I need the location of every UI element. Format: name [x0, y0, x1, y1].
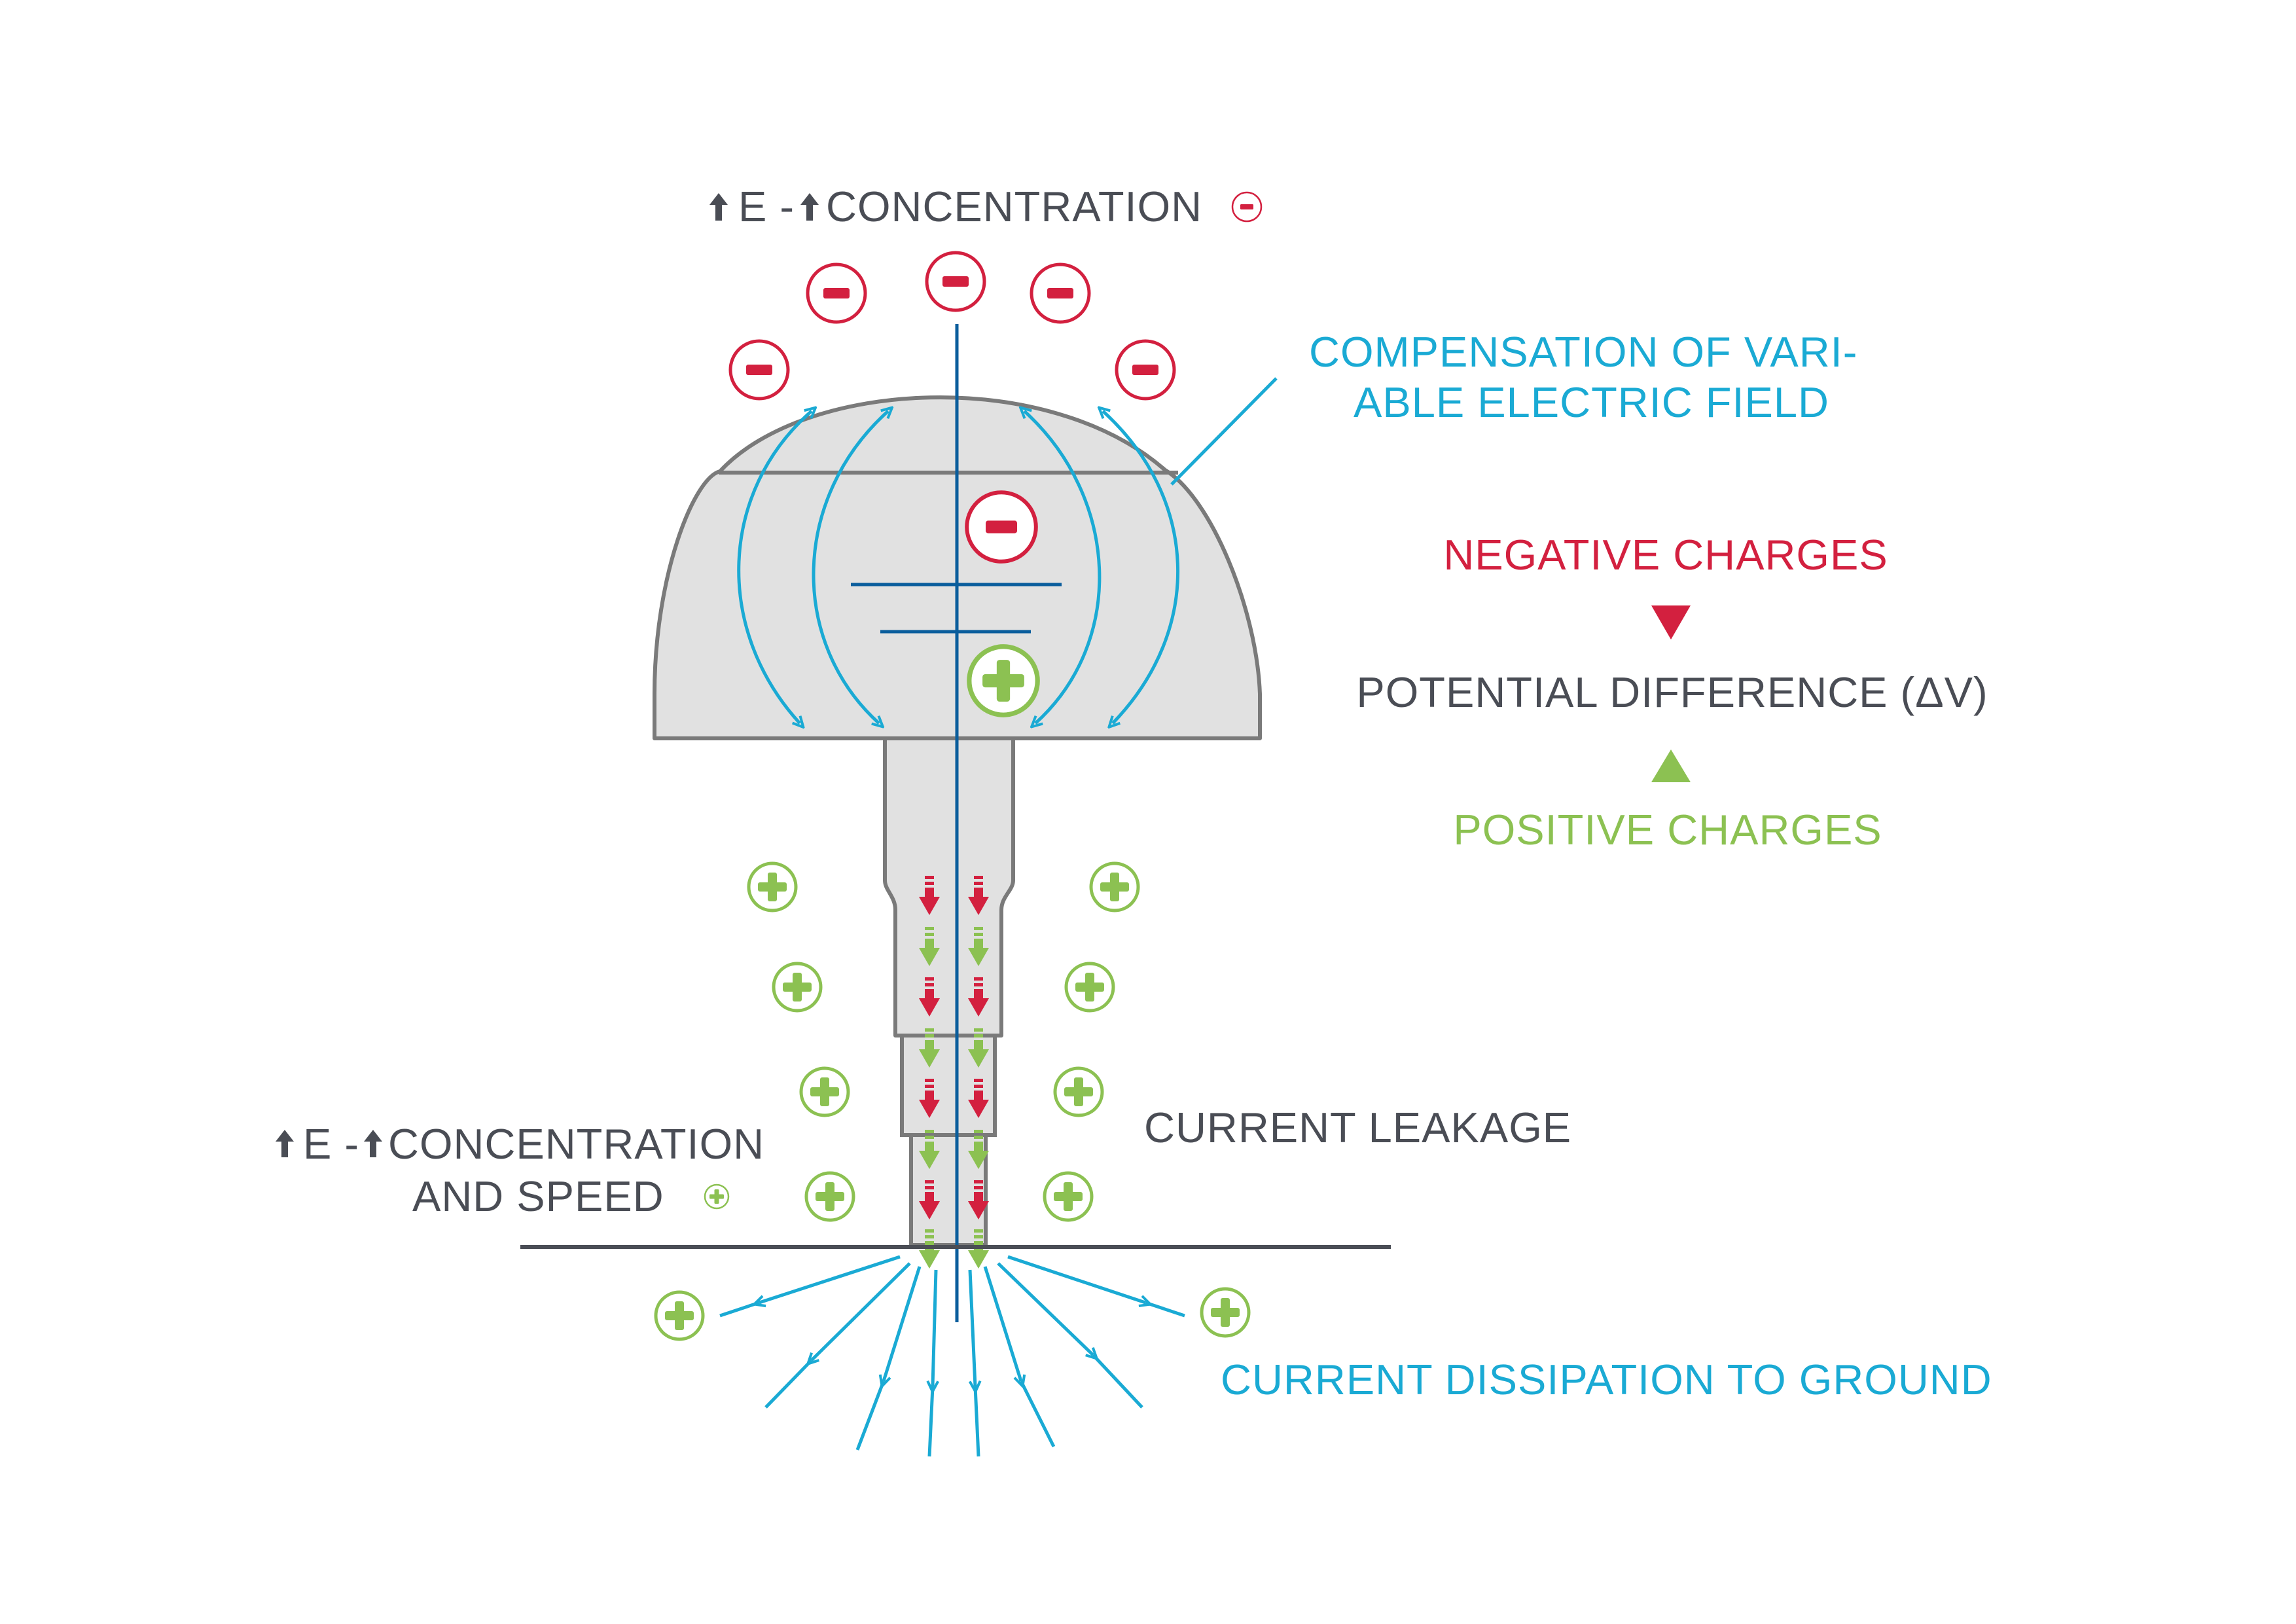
negative-charges-above [730, 253, 1174, 399]
up-arrow-icon [709, 193, 728, 221]
minus-charge-icon [1117, 341, 1174, 399]
plus-charge-icon [749, 863, 796, 911]
plus-charge-icon [1055, 1068, 1102, 1115]
up-arrow-icon [364, 1130, 382, 1157]
compensation-label-line2: ABLE ELECTRIC FIELD [1354, 378, 1829, 426]
top-annotation-e: E - [738, 183, 795, 230]
minus-charge-icon [730, 341, 788, 399]
plus-charge-icon [1045, 1173, 1092, 1220]
plus-charge-icon [1091, 863, 1138, 911]
plus-charge-icon [704, 1183, 730, 1210]
potential-difference-label: POTENTIAL DIFFERENCE (ΔV) [1356, 668, 1988, 716]
plus-charge-icon [806, 1173, 853, 1220]
up-arrow-icon [800, 193, 819, 221]
plus-charge-icon [1202, 1289, 1249, 1336]
current-dissipation-label: CURRENT DISSIPATION TO GROUND [1221, 1356, 1992, 1403]
up-triangle-icon [1651, 749, 1691, 782]
up-arrow-icon [276, 1130, 294, 1157]
negative-charges-label: NEGATIVE CHARGES [1443, 531, 1888, 579]
compensation-leader-line [1170, 377, 1278, 486]
plus-charge-icon [656, 1292, 703, 1339]
current-leakage-label: CURRENT LEAKAGE [1144, 1104, 1571, 1151]
plus-charge-icon [1066, 964, 1113, 1011]
minus-charge-icon [808, 264, 865, 322]
minus-charge-icon [927, 253, 984, 310]
plus-charge-icon [801, 1068, 848, 1115]
compensation-label-line1: COMPENSATION OF VARI- [1309, 328, 1857, 376]
positive-charges-label: POSITIVE CHARGES [1453, 806, 1882, 854]
down-triangle-icon [1651, 605, 1691, 640]
dissipation-rays [719, 1255, 1185, 1457]
top-annotation-concentration: CONCENTRATION [826, 183, 1202, 230]
minus-charge-icon [1231, 191, 1263, 223]
bottom-annotation-e: E - [303, 1120, 359, 1168]
minus-charge-icon [967, 492, 1036, 562]
bottom-annotation-concentration: CONCENTRATION [388, 1120, 764, 1168]
plus-charge-icon [969, 647, 1037, 715]
field-arcs [737, 411, 1180, 723]
rod-stem [883, 736, 1015, 1038]
bottom-annotation-line2: AND SPEED [412, 1172, 664, 1220]
minus-charge-icon [1031, 264, 1089, 322]
plus-charge-icon [774, 964, 821, 1011]
